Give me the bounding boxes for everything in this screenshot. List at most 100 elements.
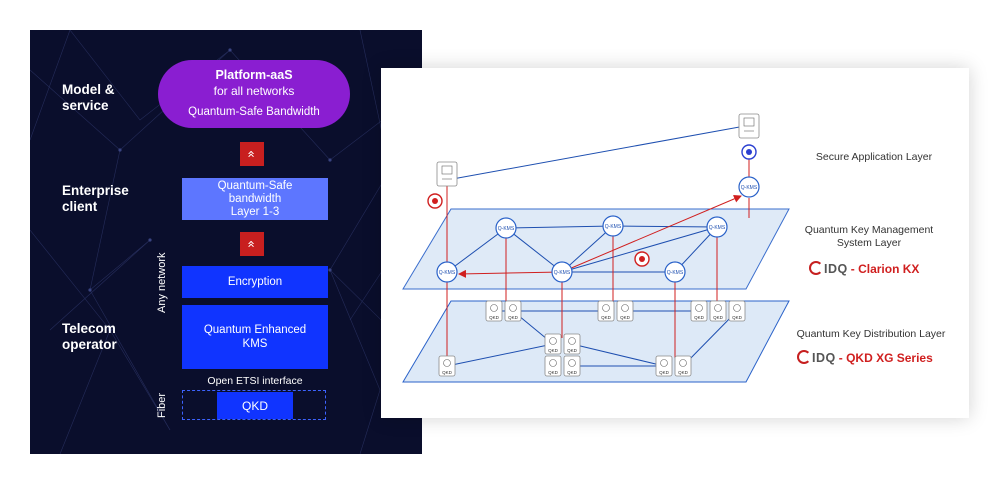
qkd-device-frame [709, 300, 727, 322]
q-kms-node-circle [738, 176, 760, 198]
kms-link [446, 227, 507, 273]
badge-core [432, 198, 438, 204]
row-label-enterprise-client: Enterprise client [62, 183, 129, 215]
app-link [446, 125, 746, 181]
encryption-label: Encryption [227, 276, 283, 288]
qkd-link [571, 343, 665, 367]
qkd-device-icon [568, 337, 576, 345]
encryption-box: Encryption [182, 266, 328, 298]
qkd-device-label: QKD [567, 370, 578, 375]
kms-layer-label: Quantum Key Management System Layer [789, 224, 949, 250]
qkd-link [446, 343, 554, 367]
qkd-device-label: QKD [601, 315, 612, 320]
left-panel: Model & service Enterprise client Teleco… [30, 30, 422, 454]
kms-layer-line: System Layer [836, 237, 902, 249]
q-kms-node: Q-KMS [738, 176, 760, 198]
qkd-dashed-frame [182, 390, 326, 420]
kms-link [561, 225, 614, 273]
row-label-line: client [62, 199, 98, 214]
q-kms-label: Q-KMS [498, 226, 515, 232]
secure-application-layer-label: Secure Application Layer [815, 151, 933, 163]
qkd-device-label: QKD [548, 348, 559, 353]
qkd-device-label: QKD [548, 370, 559, 375]
qkd-device: QKD [563, 355, 581, 377]
kms-link [505, 225, 614, 229]
etsi-interface-label: Open ETSI interface [207, 375, 303, 387]
qkd-device: QKD [597, 300, 615, 322]
server-detail [441, 165, 453, 175]
qkd-device-frame [690, 300, 708, 322]
badge-core [639, 256, 645, 262]
qkd-device-icon [602, 304, 610, 312]
qkd-device-label: QKD [732, 315, 743, 320]
q-kms-node-circle [551, 261, 573, 283]
qkd-device: QKD [563, 333, 581, 355]
qkd-device-icon [679, 359, 687, 367]
row-label-line: operator [62, 337, 117, 352]
fiber-label: Fiber [156, 392, 168, 418]
qkd-box: QKD [217, 392, 293, 419]
qkd-xg-series-label: - QKD XG Series [838, 350, 933, 365]
qkd-device-label: QKD [694, 315, 705, 320]
q-kms-node-circle [664, 261, 686, 283]
q-kms-label: Q-KMS [554, 270, 571, 276]
encryption-badge-icon [427, 193, 443, 209]
qkd-device-icon [549, 337, 557, 345]
platform-aas-pill: Platform-aaS for all networks Quantum-Sa… [158, 60, 350, 128]
q-kms-label: Q-KMS [709, 225, 726, 231]
q-kms-node: Q-KMS [664, 261, 686, 283]
qkd-device: QKD [485, 300, 503, 322]
qkd-device-label: QKD [620, 315, 631, 320]
clarion-kx-label: - Clarion KX [850, 261, 920, 276]
kms-layer-line: Quantum Key Management [804, 224, 934, 236]
qkd-device-frame [616, 300, 634, 322]
qkd-device-frame [504, 300, 522, 322]
kms-line: Quantum Enhanced [203, 324, 307, 336]
q-kms-node: Q-KMS [706, 216, 728, 238]
row-label-line: Model & [62, 82, 115, 97]
qkd-device-icon [733, 304, 741, 312]
qkd-device-label: QKD [678, 370, 689, 375]
chevron-up-icon: » [240, 142, 264, 166]
qkd-device: QKD [674, 355, 692, 377]
idq-ring-icon [797, 350, 811, 364]
qkd-device: QKD [655, 355, 673, 377]
q-kms-label: Q-KMS [605, 224, 622, 230]
qkd-device-frame [544, 333, 562, 355]
q-kms-label: Q-KMS [741, 185, 758, 191]
idq-logo-text: IDQ [824, 262, 848, 276]
encryption-badge-icon [634, 251, 650, 267]
kms-line: KMS [242, 338, 268, 350]
qkd-device: QKD [616, 300, 634, 322]
application-server-icon [436, 161, 458, 187]
qkd-device-label: QKD [508, 315, 519, 320]
idq-logo: IDQ [797, 350, 836, 365]
q-kms-node-circle [495, 217, 517, 239]
pill-subtitle: for all networks [213, 84, 295, 98]
qkd-device-icon [660, 359, 668, 367]
encryption-badge-icon [741, 144, 757, 160]
q-kms-node-circle [602, 215, 624, 237]
qkd-device: QKD [690, 300, 708, 322]
qkd-device: QKD [504, 300, 522, 322]
qkd-device-label: QKD [713, 315, 724, 320]
row-label-telecom-operator: Telecom operator [62, 321, 117, 353]
key-relay-arrow [561, 195, 742, 273]
qsb-line: Layer 1-3 [230, 205, 280, 218]
kms-link [612, 225, 718, 228]
qkd-device-icon [509, 304, 517, 312]
row-label-line: service [62, 98, 109, 113]
row-label-line: Telecom [62, 321, 116, 336]
row-label-model-service: Model & service [62, 82, 115, 114]
qkd-link [682, 310, 738, 367]
q-kms-node: Q-KMS [551, 261, 573, 283]
qkd-device-frame [485, 300, 503, 322]
qkd-device-label: QKD [567, 348, 578, 353]
qkd-device: QKD [709, 300, 727, 322]
application-server-icon [738, 113, 760, 139]
q-kms-node: Q-KMS [495, 217, 517, 239]
qkd-device-label: QKD [442, 370, 453, 375]
key-relay-arrow [458, 269, 563, 278]
